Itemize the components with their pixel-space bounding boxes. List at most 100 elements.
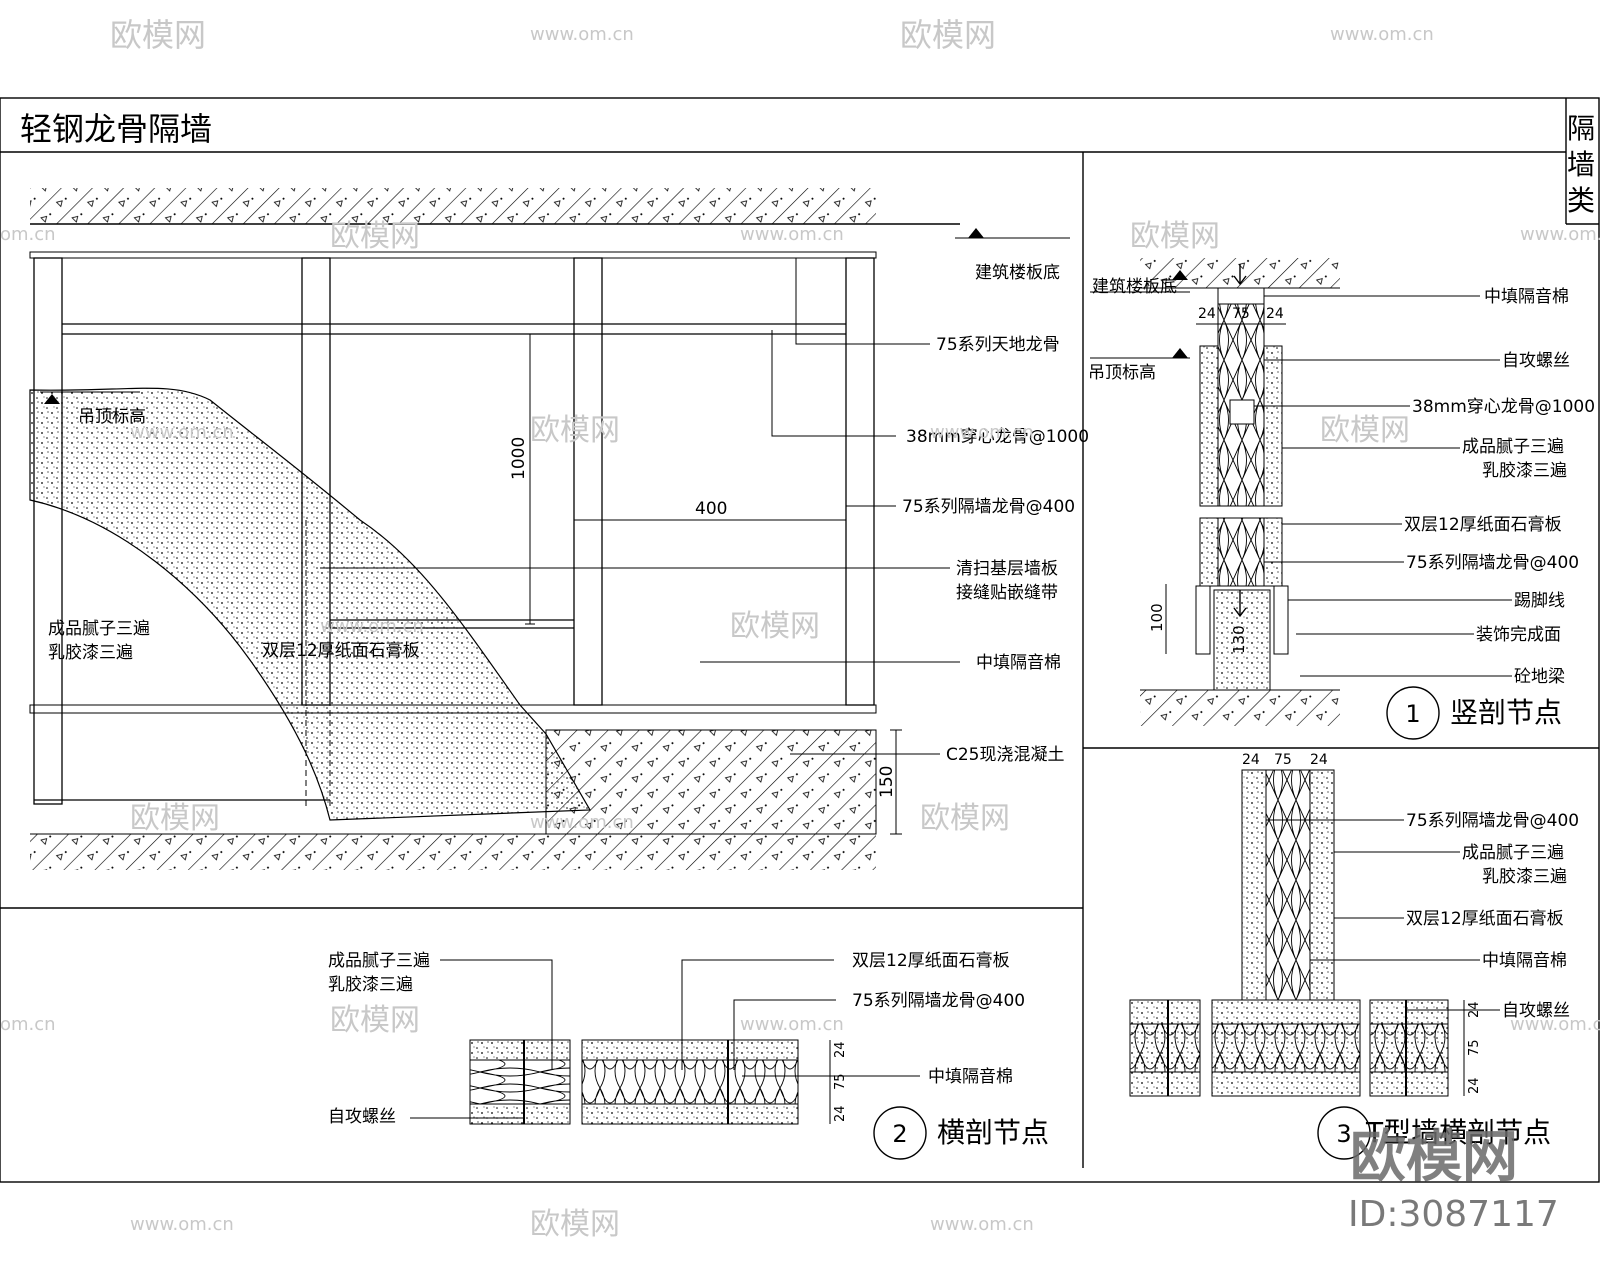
- node3-title: T型墙横剖节点: [1365, 1116, 1551, 1149]
- svg-text:墙: 墙: [1567, 148, 1595, 181]
- node2-label-board: 双层12厚纸面石膏板: [852, 950, 1010, 971]
- svg-text:www.om.cn: www.om.cn: [1520, 224, 1600, 245]
- svg-text:www.om.cn: www.om.cn: [130, 1214, 234, 1235]
- svg-text:www.om.cn: www.om.cn: [1330, 24, 1434, 45]
- node1-label-paint-2: 乳胶漆三遍: [1482, 461, 1567, 481]
- label-top-track: 75系列天地龙骨: [936, 335, 1060, 355]
- node3-number: 3: [1336, 1120, 1351, 1148]
- category-label: 隔 墙 类: [1567, 112, 1595, 217]
- node1-label-skirting: 踢脚线: [1514, 591, 1565, 611]
- svg-text:www.om.cn: www.om.cn: [530, 812, 634, 833]
- node2-horizontal-section: 24 75 24 成品腻子三遍 乳胶漆三遍 双层12厚纸面石膏板 75系列隔墙龙…: [328, 950, 1049, 1160]
- node3-label-insulation: 中填隔音棉: [1482, 951, 1567, 971]
- node1-label-floor-slab: 建筑楼板底: [1092, 277, 1177, 297]
- svg-text:www.om.cn: www.om.cn: [930, 1214, 1034, 1235]
- node1-dim-130: 130: [1230, 625, 1248, 654]
- node3-label-stud: 75系列隔墙龙骨@400: [1406, 811, 1579, 831]
- svg-text:欧模网: 欧模网: [330, 219, 420, 254]
- node3-dim-f: 24: [1467, 1077, 1482, 1094]
- elevation-drawing: 1000 400 150 建筑楼板底 吊顶标高 75系列天地龙骨 38mm穿心龙…: [29, 188, 1089, 870]
- node1-label-finish: 装饰完成面: [1476, 625, 1561, 645]
- watermark-id: ID:3087117: [1348, 1194, 1559, 1235]
- svg-text:隔: 隔: [1567, 112, 1595, 145]
- svg-text:欧模网: 欧模网: [130, 801, 220, 836]
- node2-number-circle: [873, 1106, 927, 1160]
- svg-text:类: 类: [1567, 184, 1595, 217]
- node1-label-ceiling-level: 吊顶标高: [1088, 363, 1156, 383]
- node2-title: 横剖节点: [937, 1116, 1049, 1149]
- svg-text:www.om.cn: www.om.cn: [1510, 1014, 1600, 1035]
- node1-label-curb: 砼地梁: [1514, 667, 1565, 687]
- label-concrete: C25现浇混凝土: [946, 745, 1065, 765]
- node1-dim-b: 75: [1232, 306, 1250, 322]
- node3-dim-b: 75: [1274, 752, 1292, 768]
- svg-text:om.cn: om.cn: [0, 1014, 56, 1035]
- ceiling-slab-hatch: [30, 188, 876, 224]
- node2-dim-a: 24: [833, 1041, 848, 1058]
- node3-label-screw: 自攻螺丝: [1502, 1001, 1570, 1021]
- label-stud: 75系列隔墙龙骨@400: [902, 497, 1075, 517]
- label-joint-1: 清扫基层墙板: [956, 559, 1058, 579]
- label-ceiling-level: 吊顶标高: [78, 407, 146, 427]
- node1-dim-c: 24: [1266, 306, 1284, 322]
- node3-label-paint-2: 乳胶漆三遍: [1482, 867, 1567, 887]
- dim-150: 150: [877, 766, 897, 798]
- node1-dim-100: 100: [1148, 603, 1166, 632]
- node1-label-stud: 75系列隔墙龙骨@400: [1406, 553, 1579, 573]
- label-board: 双层12厚纸面石膏板: [262, 640, 420, 661]
- svg-text:欧模网: 欧模网: [110, 16, 206, 54]
- board-cutaway: [29, 387, 592, 821]
- node3-number-circle: [1317, 1106, 1371, 1160]
- node2-number: 2: [892, 1120, 907, 1148]
- svg-text:om.cn: om.cn: [0, 224, 56, 245]
- node3-t-wall-section: 24 75 24 24 75 24 75系列隔墙龙骨@400 成品腻子三遍 乳胶…: [1129, 752, 1579, 1160]
- svg-text:www.om.cn: www.om.cn: [320, 616, 424, 637]
- floor-slab-marker: [968, 228, 984, 238]
- node2-label-insulation: 中填隔音棉: [928, 1067, 1013, 1087]
- node1-label-board: 双层12厚纸面石膏板: [1404, 514, 1562, 535]
- node3-label-paint-1: 成品腻子三遍: [1462, 843, 1564, 863]
- svg-text:欧模网: 欧模网: [730, 609, 820, 644]
- label-channel: 38mm穿心龙骨@1000: [906, 427, 1089, 447]
- node2-label-stud: 75系列隔墙龙骨@400: [852, 991, 1025, 1011]
- svg-text:欧模网: 欧模网: [330, 1003, 420, 1038]
- label-paint-2: 乳胶漆三遍: [48, 643, 133, 663]
- page-title: 轻钢龙骨隔墙: [20, 110, 212, 148]
- node3-dim-c: 24: [1310, 752, 1328, 768]
- svg-text:www.om.cn: www.om.cn: [130, 422, 234, 443]
- sheet-frame: [0, 97, 1600, 1183]
- node3-dim-a: 24: [1242, 752, 1260, 768]
- node3-label-board: 双层12厚纸面石膏板: [1406, 908, 1564, 929]
- node2-label-paint-1: 成品腻子三遍: [328, 951, 430, 971]
- watermark-logo: 欧模网: [1350, 1125, 1518, 1190]
- node2-label-screw: 自攻螺丝: [328, 1107, 396, 1127]
- svg-text:www.om.cn: www.om.cn: [740, 1014, 844, 1035]
- node1-vertical-section: 建筑楼板底 吊顶标高 24 75 24 100 130 中填隔音棉 自攻螺丝 3…: [1088, 258, 1595, 740]
- svg-text:欧模网: 欧模网: [1320, 413, 1410, 448]
- label-joint-2: 接缝贴嵌缝带: [956, 583, 1058, 603]
- node1-number: 1: [1405, 700, 1420, 728]
- watermarks: 欧模网 www.om.cn 欧模网 www.om.cn 欧模网 www.om.c…: [0, 16, 1600, 1242]
- node1-label-screw: 自攻螺丝: [1502, 351, 1570, 371]
- node2-dim-b: 75: [833, 1073, 848, 1090]
- svg-text:欧模网: 欧模网: [920, 801, 1010, 836]
- svg-text:欧模网: 欧模网: [900, 16, 996, 54]
- node1-title: 竖剖节点: [1450, 696, 1562, 729]
- node1-dim-a: 24: [1198, 306, 1216, 322]
- svg-text:www.om.cn: www.om.cn: [740, 224, 844, 245]
- svg-text:欧模网: 欧模网: [530, 1207, 620, 1242]
- node1-label-insulation: 中填隔音棉: [1484, 287, 1569, 307]
- svg-text:www.om.cn: www.om.cn: [930, 422, 1034, 443]
- node3-dim-e: 75: [1467, 1039, 1482, 1056]
- node1-label-paint-1: 成品腻子三遍: [1462, 437, 1564, 457]
- label-floor-slab: 建筑楼板底: [975, 263, 1060, 283]
- svg-text:www.om.cn: www.om.cn: [530, 24, 634, 45]
- node2-dim-c: 24: [833, 1105, 848, 1122]
- svg-text:欧模网: 欧模网: [530, 413, 620, 448]
- node2-label-paint-2: 乳胶漆三遍: [328, 975, 413, 995]
- label-paint-1: 成品腻子三遍: [48, 619, 150, 639]
- dim-1000: 1000: [509, 437, 529, 480]
- svg-text:欧模网: 欧模网: [1130, 219, 1220, 254]
- node1-number-circle: [1386, 686, 1440, 740]
